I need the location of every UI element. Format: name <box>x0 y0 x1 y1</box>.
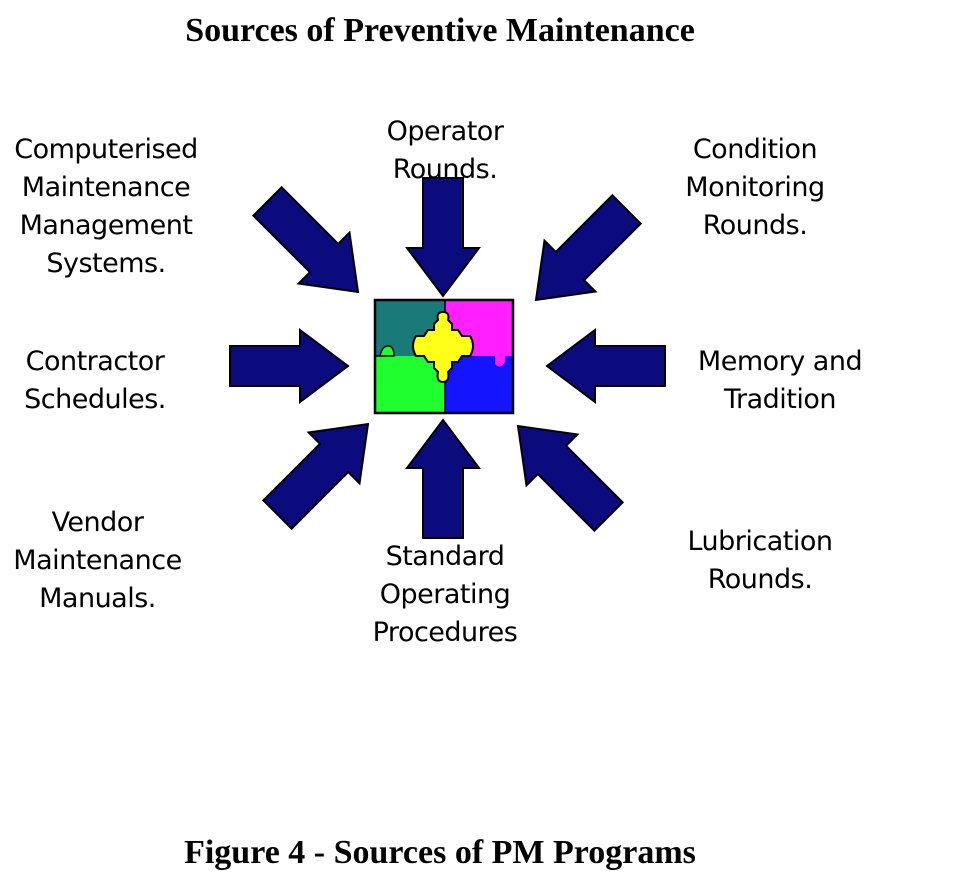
arrow-vendor <box>251 397 395 541</box>
arrow-sop <box>406 419 480 539</box>
source-memory-tradition: Memory and Tradition <box>697 346 863 415</box>
source-lubrication-rounds: Lubrication Rounds. <box>687 526 833 595</box>
arrow-memory <box>546 329 666 403</box>
arrow-cmms <box>241 175 385 319</box>
source-operator-rounds: Operator Rounds. <box>386 116 504 185</box>
arrow-lubrication <box>491 399 635 543</box>
diagram-title: Sources of Preventive Maintenance <box>185 12 695 49</box>
arrow-contractor <box>229 329 349 403</box>
source-cmms: Computerised Maintenance Management Syst… <box>14 134 198 279</box>
puzzle-icon <box>373 298 515 415</box>
source-sop: Standard Operating Procedures <box>372 541 518 648</box>
arrow-operator <box>406 177 480 297</box>
source-contractor-schedules: Contractor Schedules. <box>24 346 166 415</box>
source-vendor-manuals: Vendor Maintenance Manuals. <box>13 507 182 614</box>
figure-caption: Figure 4 - Sources of PM Programs <box>184 834 696 871</box>
source-condition-monitoring: Condition Monitoring Rounds. <box>685 134 825 241</box>
arrow-condition <box>509 183 653 327</box>
